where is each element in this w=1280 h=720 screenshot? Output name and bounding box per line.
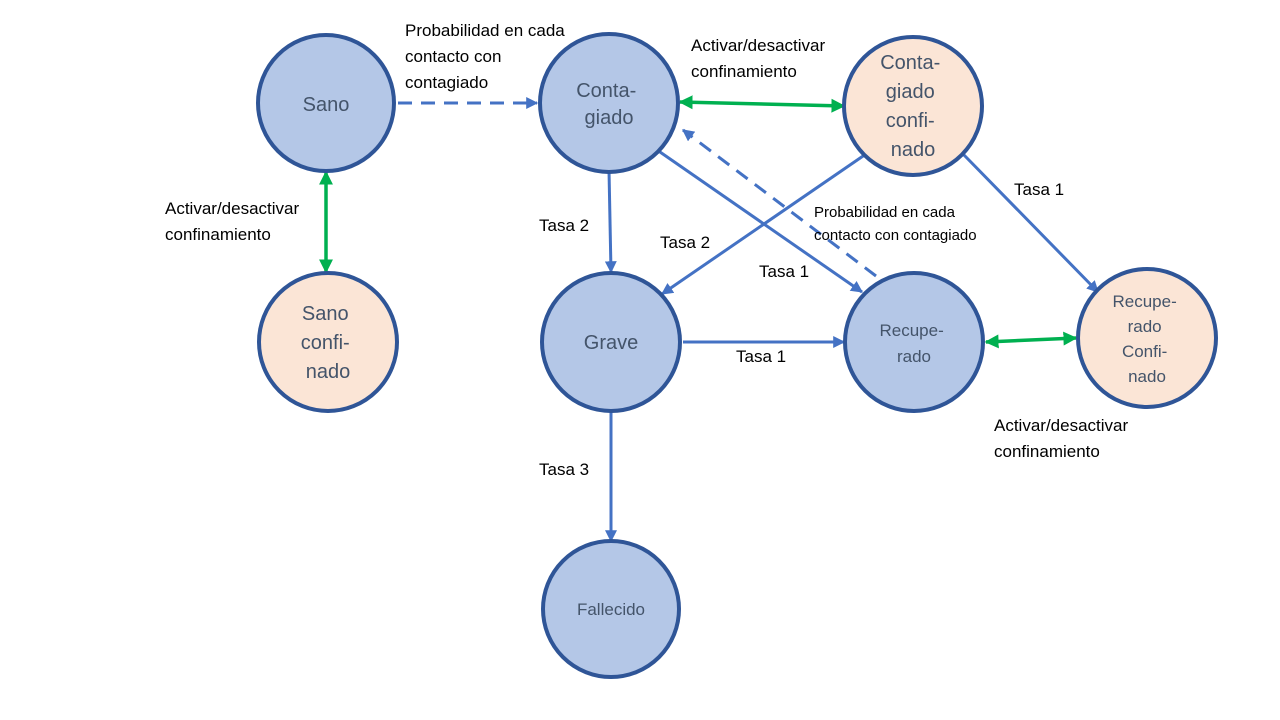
- edge-contagiado-to-recuperado: [659, 150, 863, 294]
- node-grave-circle: [540, 271, 682, 413]
- node-recuperado: Recupe- rado: [843, 271, 985, 413]
- node-fallecido-circle: [541, 539, 681, 679]
- label-tasa3: Tasa 3: [539, 457, 589, 483]
- label-line: contagiado: [405, 73, 489, 92]
- node-contagiado: Conta- giado: [538, 32, 680, 174]
- node-contagiado-circle: [538, 32, 680, 174]
- label-line: contacto con contagiado: [814, 227, 977, 244]
- label-line: Probabilidad en cada: [814, 204, 955, 221]
- label-line: contacto con: [405, 47, 502, 66]
- edge-recuperado-dashed-to-contagiado: [682, 128, 877, 278]
- label-tasa2-left: Tasa 2: [539, 213, 589, 239]
- edge-contagiado-confinado-to-grave: [661, 152, 867, 296]
- label-tasa1-right: Tasa 1: [1014, 177, 1064, 203]
- node-recuperado-confinado-circle: [1076, 267, 1218, 409]
- node-sano-circle: [256, 33, 396, 173]
- label-prob-contacto-top: Probabilidad en cada contacto con contag…: [405, 18, 565, 96]
- node-fallecido: Fallecido: [541, 539, 681, 679]
- node-grave-label: Grave: [584, 332, 638, 354]
- label-line: Activar/desactivar: [165, 199, 300, 218]
- node-sano: Sano: [256, 33, 396, 173]
- label-line: Probabilidad en cada: [405, 21, 565, 40]
- node-contagiado-confinado: Conta- giado confi- nado: [842, 35, 984, 177]
- node-recuperado-confinado-label: Recupe- rado Confi- nado: [1113, 292, 1182, 386]
- node-sano-confinado: Sano confi- nado: [257, 271, 399, 413]
- label-line: confinamiento: [691, 62, 797, 81]
- label-line: Tasa 1: [759, 262, 810, 281]
- node-recuperado-confinado: Recupe- rado Confi- nado: [1076, 267, 1218, 409]
- label-toggle-left: Activar/desactivar confinamiento: [165, 196, 299, 248]
- label-line: Tasa 2: [539, 216, 590, 235]
- label-toggle-top: Activar/desactivar confinamiento: [691, 33, 825, 85]
- node-recuperado-label: Recupe- rado: [880, 321, 949, 366]
- node-sano-label: Sano: [303, 94, 350, 116]
- node-sano-confinado-circle: [257, 271, 399, 413]
- edge-contagiado-confinado-to-recuperado-confinado: [962, 153, 1100, 294]
- label-prob-contacto-mid: Probabilidad en cada contacto con contag…: [814, 201, 977, 247]
- label-tasa1-mid: Tasa 1: [759, 259, 809, 285]
- label-line: Tasa 3: [539, 460, 590, 479]
- node-recuperado-circle: [843, 271, 985, 413]
- label-line: Activar/desactivar: [994, 416, 1129, 435]
- label-toggle-right: Activar/desactivar confinamiento: [994, 413, 1128, 465]
- edge-toggle-recuperado-recuperado-confinado: [984, 331, 1078, 349]
- node-grave: Grave: [540, 271, 682, 413]
- label-line: confinamiento: [994, 442, 1100, 461]
- label-tasa2-mid: Tasa 2: [660, 230, 710, 256]
- label-tasa1-bottom: Tasa 1: [736, 344, 786, 370]
- label-line: Tasa 2: [660, 233, 711, 252]
- edges: [319, 95, 1100, 543]
- edge-toggle-contagiado-contagiado-confinado: [678, 95, 846, 113]
- label-line: Activar/desactivar: [691, 36, 826, 55]
- node-contagiado-confinado-circle: [842, 35, 984, 177]
- label-line: confinamiento: [165, 225, 271, 244]
- node-fallecido-label: Fallecido: [577, 600, 645, 619]
- node-contagiado-confinado-label: Conta- giado confi- nado: [880, 52, 946, 161]
- label-line: Tasa 1: [1014, 180, 1065, 199]
- label-line: Tasa 1: [736, 347, 787, 366]
- node-sano-confinado-label: Sano confi- nado: [301, 303, 355, 383]
- edge-contagiado-to-grave: [604, 169, 617, 274]
- node-contagiado-label: Conta- giado: [576, 80, 642, 129]
